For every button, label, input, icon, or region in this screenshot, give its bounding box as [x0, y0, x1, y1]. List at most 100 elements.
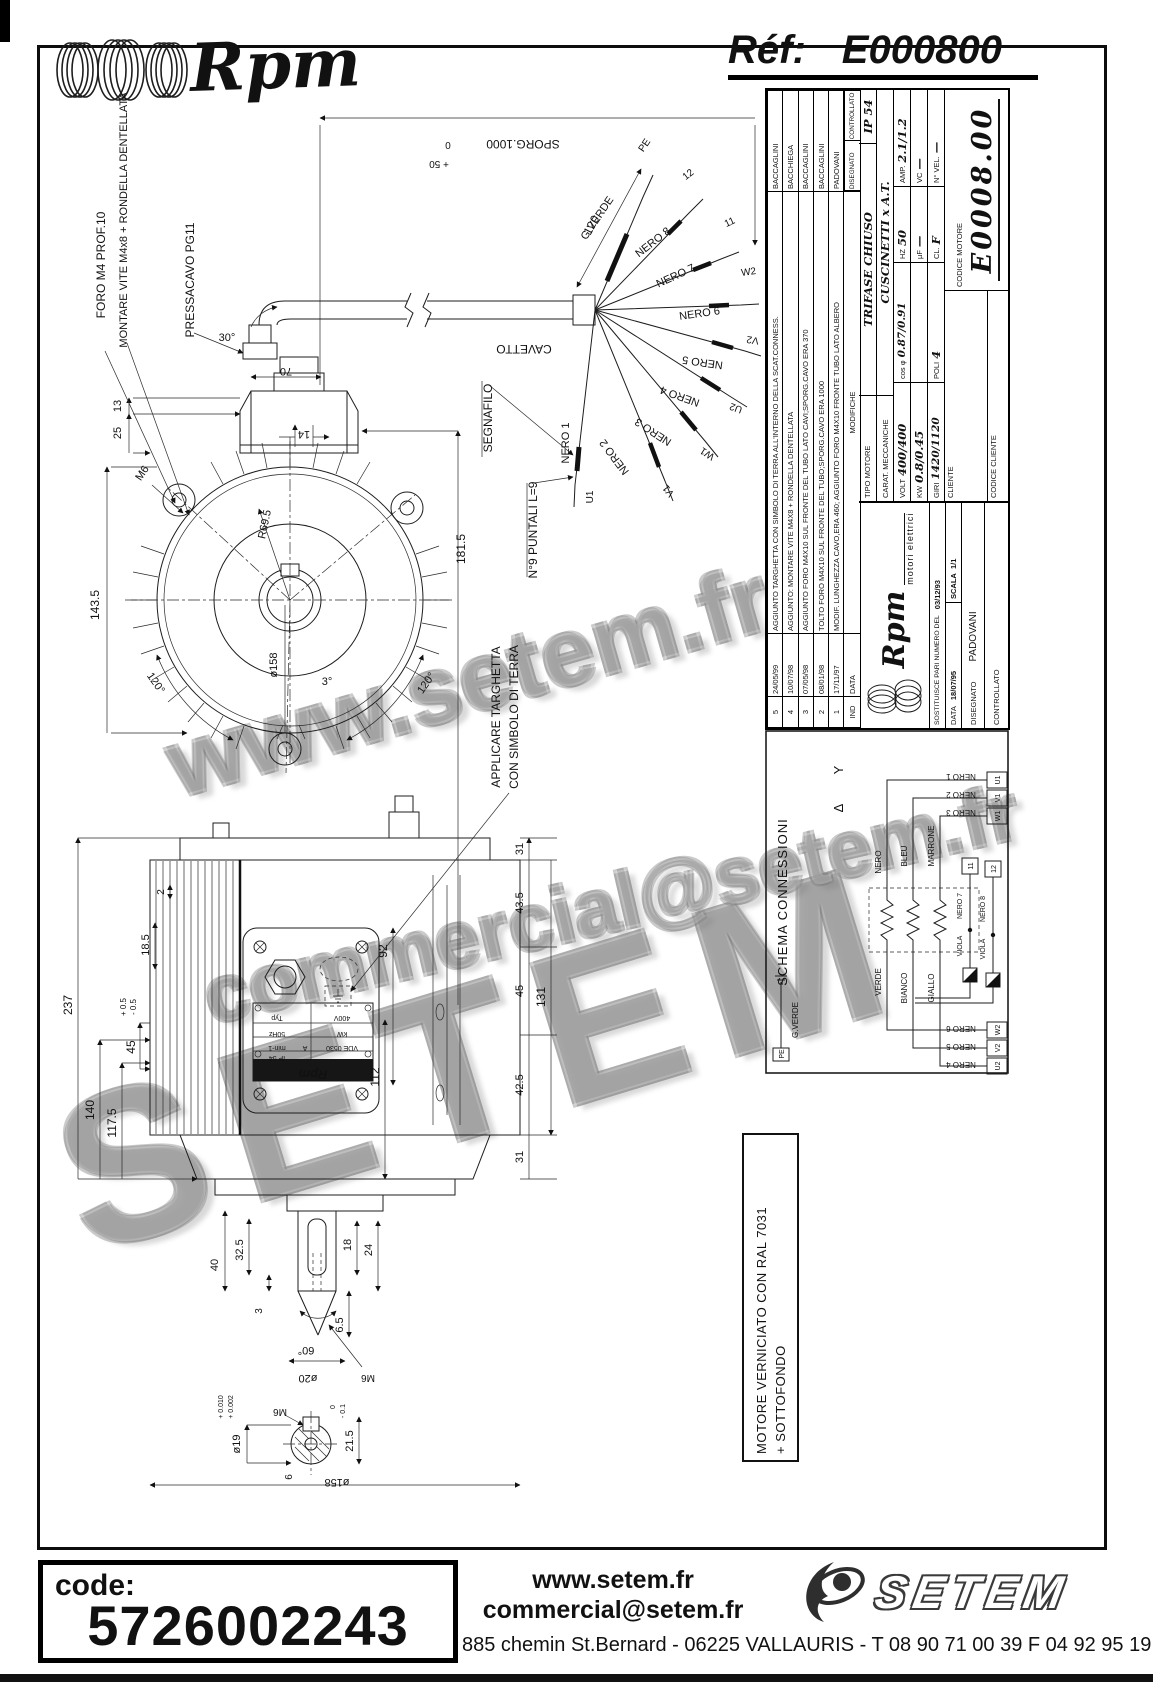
codice-motore-value: E0008.00	[966, 98, 1000, 282]
schema-label-gverde: G.VERDE	[791, 1002, 800, 1038]
dim-45-tol-plus: + 0.5	[119, 997, 128, 1016]
cliente-label: CLIENTE	[946, 466, 955, 498]
footer-address: 885 chemin St.Bernard - 06225 VALLAURIS …	[462, 1634, 1153, 1656]
rev-desc: AGGIUNTO: MONTARE VITE M4X8 + RONDELLA D…	[782, 191, 799, 634]
dim-237: 237	[61, 995, 75, 1015]
label-applicare-2: CON SIMBOLO DI TERRA	[507, 645, 521, 789]
schema-label-viola2: VIOLA	[980, 938, 987, 959]
poli-label: POLI	[931, 361, 941, 379]
rev-date: 24/05/99	[767, 633, 783, 697]
connection-schema: SCHEMA CONNESSIONI Y Δ U1 V1 W1 W2 V2 U2…	[765, 730, 1010, 1075]
delta-symbol: Δ	[831, 803, 846, 812]
rev-header-controllato: CONTROLLATO	[845, 91, 860, 142]
table-row: 1 17/11/97 MODIF. LUNGHEZZA CAVO,ERA 460…	[828, 90, 844, 728]
dim-dia19: ø19	[231, 1435, 243, 1454]
rev-header-disegnato: DISEGNATO	[849, 152, 857, 189]
dim-18-5: 18.5	[140, 934, 152, 955]
sheet-border	[37, 45, 1107, 1550]
data-value: 18/07/95	[949, 670, 959, 701]
label-segnafilo: SEGNAFILO	[481, 384, 495, 453]
schema-terminal-v2: V2	[995, 1044, 1002, 1053]
motor-drawing: G.VERDE PE NERO 8 12 NERO 7 11 NERO 6 W2…	[61, 92, 762, 1488]
hz-value: 50	[895, 229, 909, 246]
schema-label-nero4: NERO 4	[946, 1060, 976, 1069]
dim-m6-key: M6	[273, 1406, 287, 1417]
dim-14: 14	[298, 428, 310, 440]
setem-swoosh-icon	[806, 1562, 865, 1622]
wye-symbol: Y	[831, 765, 846, 774]
tipo-value: TRIFASE CHIUSO	[860, 212, 875, 327]
label-applicare-1: APPLICARE TARGHETTA	[489, 646, 503, 787]
wire-label-nero2: NERO 2	[597, 437, 631, 477]
terminal-u1: U1	[585, 490, 596, 503]
earth-symbol-icon	[324, 985, 352, 1007]
title-block: 5 24/05/99 AGGIUNTO TARGHETTA CON SIMBOL…	[765, 88, 1010, 730]
paint-note: MOTORE VERNICIATO CON RAL 7031 + SOTTOFO…	[742, 1133, 799, 1462]
dim-dia19-tol2: + 0.002	[228, 1395, 235, 1419]
schema-terminal-boxes: U1 V1 W1 W2 V2 U2 11 12	[961, 771, 1008, 1075]
wire-label-nero1: NERO 1	[560, 423, 572, 464]
carat-value: CUSCINETTI x A.T.	[878, 181, 892, 304]
rev-by: PADOVANI	[828, 90, 844, 192]
schema-terminal-v1: V1	[995, 794, 1002, 803]
data-scala-row: DATA 18/07/95 SCALA 1/1	[945, 503, 962, 728]
label-foro: FORO M4 PROF.10	[94, 211, 108, 318]
mounting-lug	[162, 483, 424, 766]
thermal-protector-branch: NERO 7 VIOLA NERO 8 VIOLA	[915, 874, 1001, 1004]
dim-43-5: 43.5	[514, 892, 526, 913]
disegnato-value: PADOVANI	[967, 611, 979, 662]
dim-140: 140	[83, 1100, 97, 1120]
nameplate: Rpm Typ 400V 50Hz kW min-1 A VDE 0530 IP…	[252, 1002, 374, 1082]
nameplate-text: IP 54	[269, 1054, 285, 1061]
vc-value: —	[912, 158, 926, 170]
table-row: 5 24/05/99 AGGIUNTO TARGHETTA CON SIMBOL…	[767, 90, 783, 728]
title-block-left: Rpm motori elettrici SOSTITUISCE PARI NU…	[859, 501, 1008, 728]
nameplate-text: A	[302, 1044, 307, 1051]
carat-row: CARAT. MECCANICHE CUSCINETTI x A.T.	[876, 90, 893, 501]
dim-40: 40	[209, 1259, 221, 1271]
schema-svg: SCHEMA CONNESSIONI Y Δ U1 V1 W1 W2 V2 U2…	[765, 730, 1009, 1075]
rev-by: BACCAGLINI	[813, 90, 829, 192]
dim-dia158-bottom: ø158	[324, 1476, 349, 1488]
code-box: code: 5726002243	[38, 1560, 458, 1663]
rev-desc: MODIF. LUNGHEZZA CAVO,ERA 460; AGGIUNTO …	[828, 191, 844, 634]
dim-3deg: 3°	[322, 676, 333, 688]
dim-32-5: 32.5	[234, 1239, 246, 1260]
nameplate-brand: Rpm	[298, 1067, 327, 1082]
dim-112: 112	[368, 1067, 382, 1086]
rev-ind: 3	[798, 696, 814, 728]
schema-label-nero2: NERO 2	[946, 790, 976, 799]
rev-desc: AGGIUNTO FORO M4X10 SUL FRONTE DEL TUBO …	[798, 191, 814, 634]
codice-cliente-label: CODICE CLIENTE	[987, 291, 1008, 501]
controllato-label: CONTROLLATO	[992, 669, 1002, 725]
table-row: 4 10/07/98 AGGIUNTO: MONTARE VITE M4X8 +…	[782, 90, 799, 728]
code-value: 5726002243	[87, 1594, 409, 1657]
dim-30deg: 30°	[219, 332, 236, 344]
sostituisce-label: SOSTITUISCE PARI NUMERO DEL	[934, 615, 942, 725]
dim-6: 6	[284, 1474, 295, 1480]
schema-label-giallo: GIALLO	[927, 974, 936, 1003]
dim-6-5: 6.5	[334, 1317, 346, 1332]
terminal-v1: V1	[661, 482, 677, 499]
paint-note-line2: + SOTTOFONDO	[772, 1345, 788, 1454]
wire-label-nero5: NERO 5	[681, 353, 723, 371]
label-puntali: N°9 PUNTALI L=9	[526, 481, 540, 578]
dim-70: 70	[280, 365, 292, 377]
scan-artifact	[0, 0, 10, 42]
cl-label: CL.	[931, 247, 941, 259]
codice-motore-label: CODICE MOTORE	[954, 222, 964, 287]
data-label: DATA	[949, 706, 959, 725]
cos-label: cos φ	[897, 360, 907, 379]
schema-label-nero6: NERO 6	[946, 1024, 976, 1033]
terminal-u2: U2	[728, 400, 744, 415]
dim-key-tol0: 0	[330, 1405, 337, 1409]
dim-dia20: ø20	[299, 1372, 318, 1384]
schema-label-nero3: NERO 3	[946, 808, 976, 817]
dim-31-top: 31	[514, 843, 526, 855]
disegnato-label: DISEGNATO	[968, 681, 978, 725]
schema-terminal-u2: U2	[995, 1061, 1002, 1070]
cliente-codice-row: CLIENTE CODICE CLIENTE CODICE MOTORE E00…	[944, 90, 1008, 501]
wire-labels: G.VERDE PE NERO 8 12 NERO 7 11 NERO 6 W2…	[560, 137, 759, 504]
